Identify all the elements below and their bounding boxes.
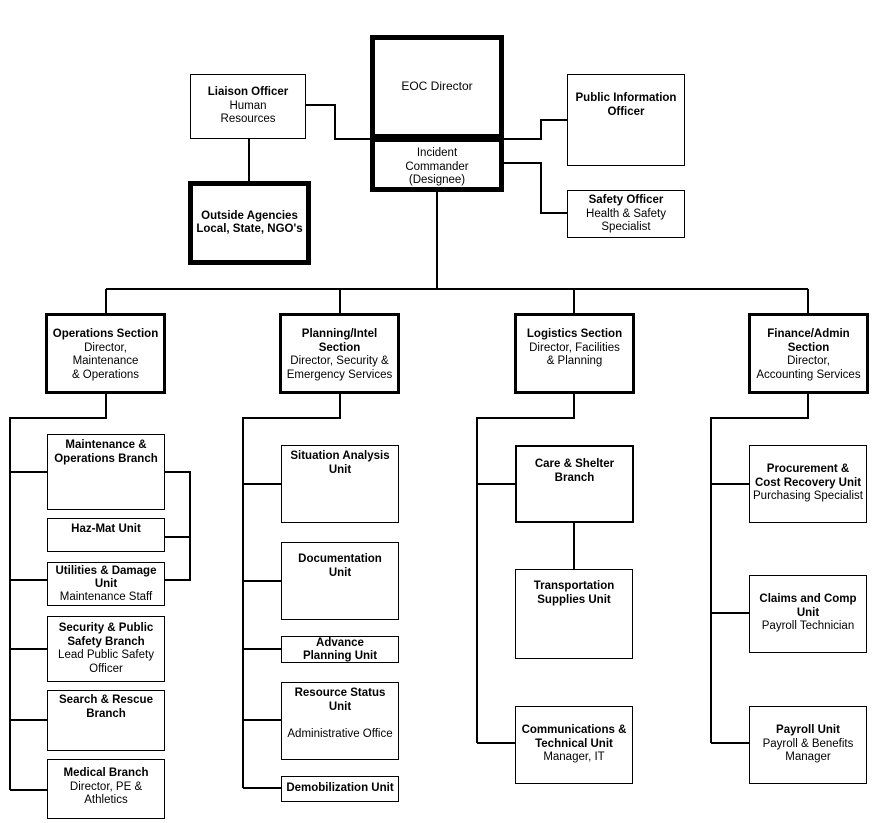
operations-section-subtitle: Director, Maintenance & Operations: [71, 341, 140, 381]
public-information-officer-box: Public Information Officer: [567, 74, 685, 166]
incident-commander-box: Incident Commander (Designee): [370, 137, 504, 192]
communications-technical-unit-subtitle: Manager, IT: [543, 751, 605, 763]
procurement-cost-recovery-unit-subtitle: Purchasing Specialist: [753, 490, 863, 502]
payroll-unit-title: Payroll Unit: [776, 724, 840, 736]
liaison-officer-box: Liaison Officer Human Resources: [190, 74, 306, 139]
safety-officer-title: Safety Officer: [588, 194, 664, 206]
finance-section-box: Finance/Admin Section Director, Accounti…: [748, 313, 869, 394]
planning-section-box: Planning/Intel Section Director, Securit…: [279, 313, 400, 394]
demobilization-unit-title: Demobilization Unit: [286, 782, 394, 795]
documentation-unit-box: Documentation Unit: [281, 542, 399, 620]
liaison-officer-title: Liaison Officer: [207, 86, 289, 98]
safety-officer-subtitle: Health & Safety Specialist: [586, 207, 666, 234]
advance-planning-unit-box: Advance Planning Unit: [281, 636, 399, 663]
search-rescue-branch-title: Search & Rescue Branch: [59, 694, 153, 720]
eoc-director-title: EOC Director: [401, 79, 473, 94]
planning-section-subtitle: Director, Security & Emergency Services: [286, 355, 393, 381]
documentation-unit-title: Documentation Unit: [298, 553, 382, 579]
care-shelter-branch-box: Care & Shelter Branch: [515, 445, 634, 523]
utilities-damage-unit-title: Utilities & Damage Unit: [55, 565, 157, 590]
transportation-supplies-unit-box: Transportation Supplies Unit: [515, 569, 633, 659]
transportation-supplies-unit-title: Transportation Supplies Unit: [533, 580, 615, 606]
demobilization-unit-box: Demobilization Unit: [281, 776, 399, 802]
resource-status-unit-box: Resource Status Unit Administrative Offi…: [281, 682, 399, 760]
outside-agencies-box: Outside Agencies Local, State, NGO's: [188, 181, 311, 265]
security-safety-branch-title: Security & Public Safety Branch: [58, 622, 154, 648]
operations-section-box: Operations Section Director, Maintenance…: [45, 313, 166, 394]
hazmat-unit-title: Haz-Mat Unit: [71, 523, 141, 535]
logistics-section-title: Logistics Section: [526, 328, 623, 340]
maintenance-operations-branch-title: Maintenance & Operations Branch: [54, 439, 158, 465]
advance-planning-unit-title: Advance Planning Unit: [302, 637, 378, 662]
resource-status-unit-subtitle: Administrative Office: [287, 728, 393, 740]
outside-agencies-title: Outside Agencies Local, State, NGO's: [196, 209, 303, 236]
utilities-damage-unit-box: Utilities & Damage Unit Maintenance Staf…: [47, 562, 165, 606]
care-shelter-branch-title: Care & Shelter Branch: [534, 458, 615, 484]
finance-section-title: Finance/Admin Section: [767, 328, 850, 354]
medical-branch-subtitle: Director, PE & Athletics: [69, 780, 143, 807]
hazmat-unit-box: Haz-Mat Unit: [47, 518, 165, 552]
procurement-cost-recovery-unit-box: Procurement & Cost Recovery Unit Purchas…: [749, 445, 867, 523]
utilities-damage-unit-subtitle: Maintenance Staff: [59, 591, 153, 603]
situation-analysis-unit-title: Situation Analysis Unit: [290, 450, 390, 476]
logistics-section-subtitle: Director, Facilities & Planning: [529, 341, 620, 368]
claims-comp-unit-subtitle: Payroll Technician: [761, 620, 855, 632]
payroll-unit-subtitle: Payroll & Benefits Manager: [762, 737, 854, 764]
eoc-director-box: EOC Director: [370, 35, 504, 139]
situation-analysis-unit-box: Situation Analysis Unit: [281, 445, 399, 523]
liaison-officer-subtitle: Human Resources: [220, 99, 276, 126]
communications-technical-unit-box: Communications & Technical Unit Manager,…: [515, 706, 633, 784]
safety-officer-box: Safety Officer Health & Safety Specialis…: [567, 190, 685, 238]
medical-branch-box: Medical Branch Director, PE & Athletics: [47, 759, 165, 819]
maintenance-operations-branch-box: Maintenance & Operations Branch: [47, 434, 165, 510]
security-safety-branch-box: Security & Public Safety Branch Lead Pub…: [47, 616, 165, 682]
procurement-cost-recovery-unit-title: Procurement & Cost Recovery Unit: [754, 463, 862, 489]
claims-comp-unit-box: Claims and Comp Unit Payroll Technician: [749, 575, 867, 653]
incident-commander-subtitle: (Designee): [408, 174, 466, 186]
communications-technical-unit-title: Communications & Technical Unit: [521, 724, 627, 750]
logistics-section-box: Logistics Section Director, Facilities &…: [514, 313, 635, 394]
search-rescue-branch-box: Search & Rescue Branch: [47, 690, 165, 751]
claims-comp-unit-title: Claims and Comp Unit: [759, 593, 857, 619]
payroll-unit-box: Payroll Unit Payroll & Benefits Manager: [749, 706, 867, 784]
public-information-officer-title: Public Information Officer: [575, 92, 677, 118]
medical-branch-title: Medical Branch: [63, 767, 149, 779]
planning-section-title: Planning/Intel Section: [301, 328, 378, 354]
incident-commander-title: Incident Commander: [405, 147, 469, 173]
resource-status-unit-title: Resource Status Unit: [294, 687, 386, 713]
security-safety-branch-subtitle: Lead Public Safety Officer: [58, 649, 154, 675]
finance-section-subtitle: Director, Accounting Services: [756, 355, 861, 381]
operations-section-title: Operations Section: [52, 328, 159, 340]
